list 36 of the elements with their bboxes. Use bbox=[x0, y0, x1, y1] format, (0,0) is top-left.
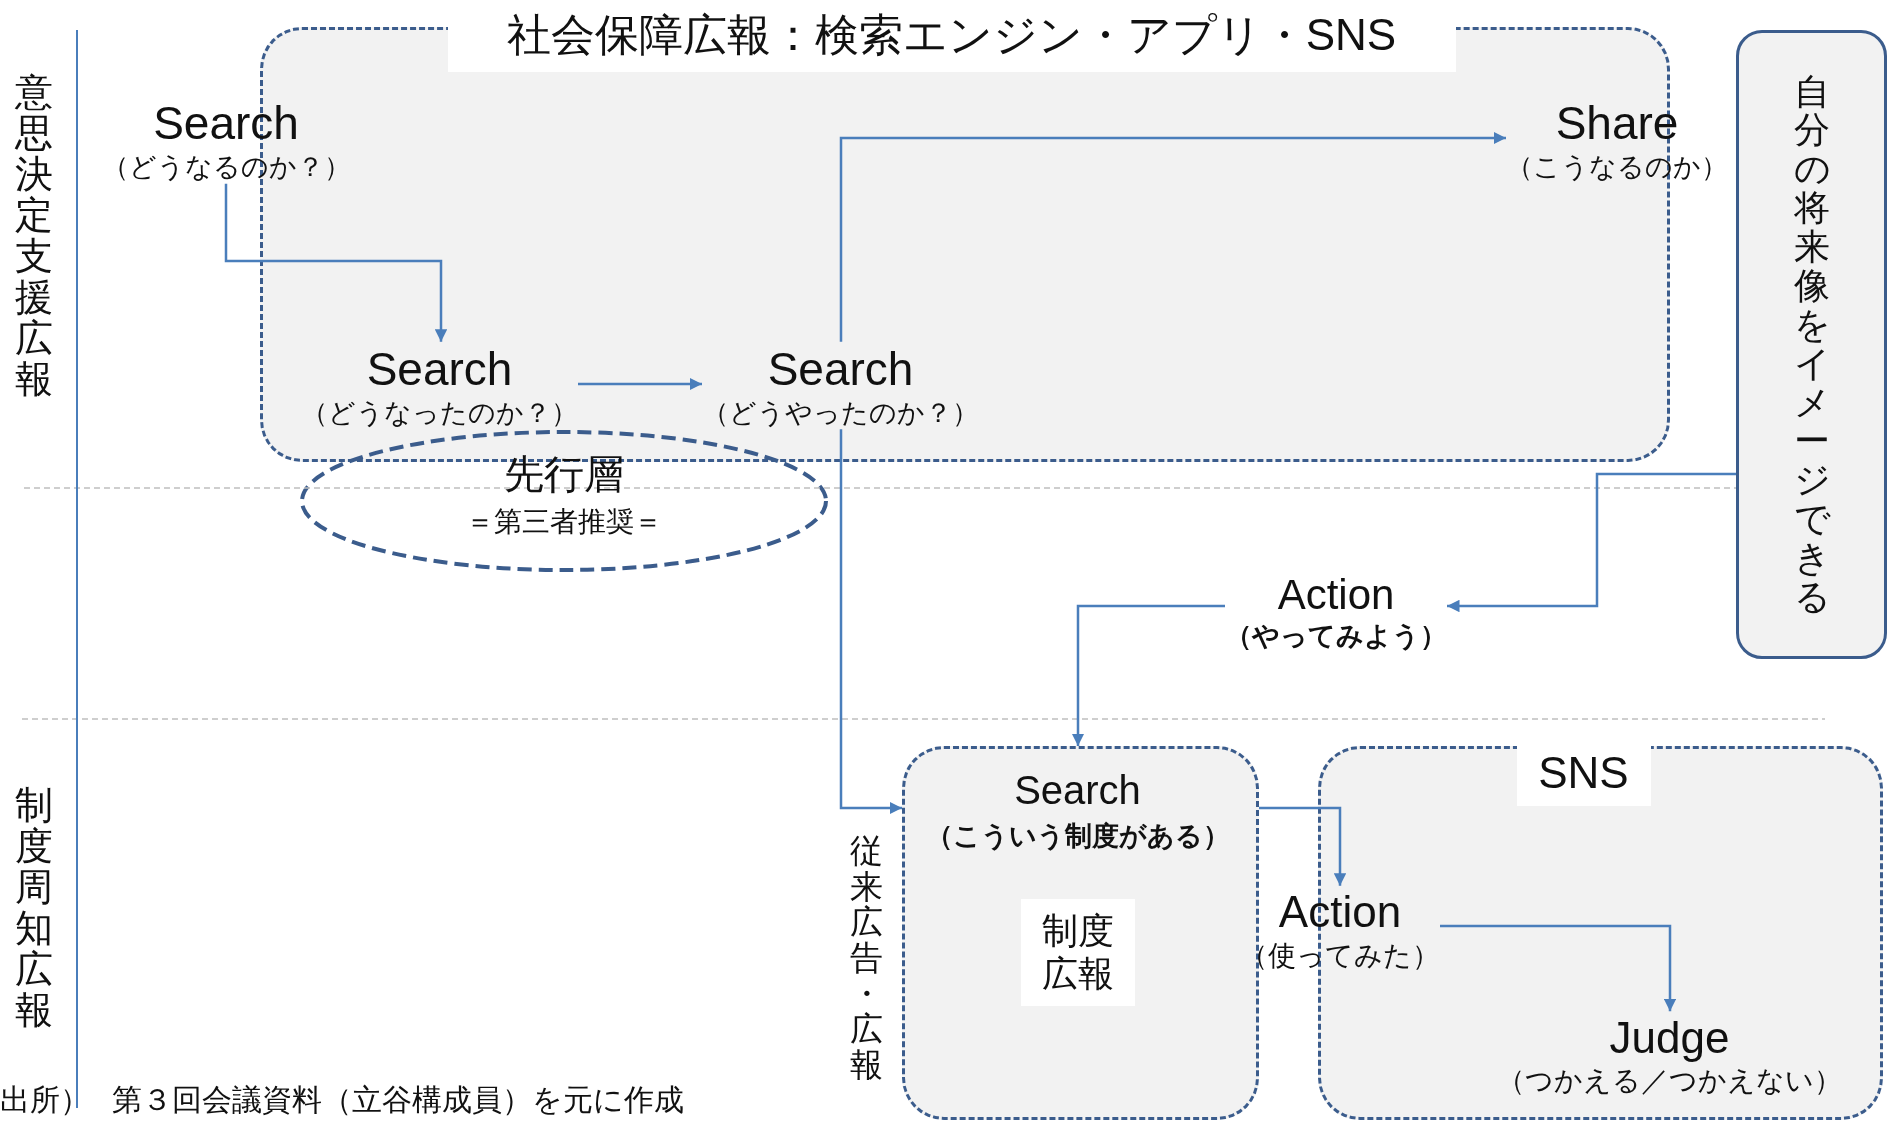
step-subtitle: （どうなったのか？） bbox=[301, 396, 578, 430]
arrow bbox=[578, 377, 702, 391]
step-subtitle: （やってみよう） bbox=[1225, 620, 1447, 653]
vertical-text: 自分の将来像をイメージできる bbox=[1793, 72, 1830, 617]
side-label: 意思決定支援広報 bbox=[15, 72, 53, 401]
arrow bbox=[839, 429, 902, 815]
dashed-ellipse bbox=[300, 430, 828, 572]
source-note: 第３回会議資料（立谷構成員）を元に作成 bbox=[112, 1081, 684, 1118]
source-note: 出所） bbox=[0, 1081, 90, 1118]
rounded-box bbox=[1736, 30, 1887, 659]
arrow bbox=[1447, 472, 1736, 613]
arrow bbox=[1259, 806, 1347, 886]
step-title: Search bbox=[152, 96, 300, 152]
step-subtitle: （こうなるのか） bbox=[1506, 151, 1728, 184]
arrow bbox=[224, 183, 448, 342]
step-title: Judge bbox=[1608, 1011, 1731, 1064]
arrow bbox=[1071, 604, 1225, 746]
step-title: Action bbox=[1277, 885, 1403, 938]
step-title: Action bbox=[1276, 569, 1396, 620]
step-subtitle: （どうなるのか？） bbox=[101, 151, 351, 184]
arrow bbox=[839, 131, 1506, 342]
step-title: Search bbox=[766, 341, 915, 397]
arrow bbox=[1440, 924, 1677, 1012]
text-box: 制度広報 bbox=[1020, 898, 1135, 1006]
box-title: Search bbox=[1014, 766, 1141, 813]
vertical-label: 従来広告・広報 bbox=[849, 833, 883, 1083]
dashed-group-box bbox=[902, 746, 1259, 1120]
ellipse-subtitle: ＝第三者推奨＝ bbox=[466, 505, 662, 539]
step-subtitle: （使ってみた） bbox=[1240, 938, 1440, 973]
ellipse-title: 先行層 bbox=[504, 451, 624, 497]
step-subtitle: （つかえる／つかえない） bbox=[1497, 1064, 1842, 1098]
step-subtitle: （どうやったのか？） bbox=[702, 396, 979, 430]
step-title: Share bbox=[1554, 96, 1680, 152]
box-subtitle: （こういう制度がある） bbox=[925, 821, 1230, 852]
step-title: Search bbox=[365, 341, 514, 397]
side-label: 制度周知広報 bbox=[15, 785, 53, 1032]
